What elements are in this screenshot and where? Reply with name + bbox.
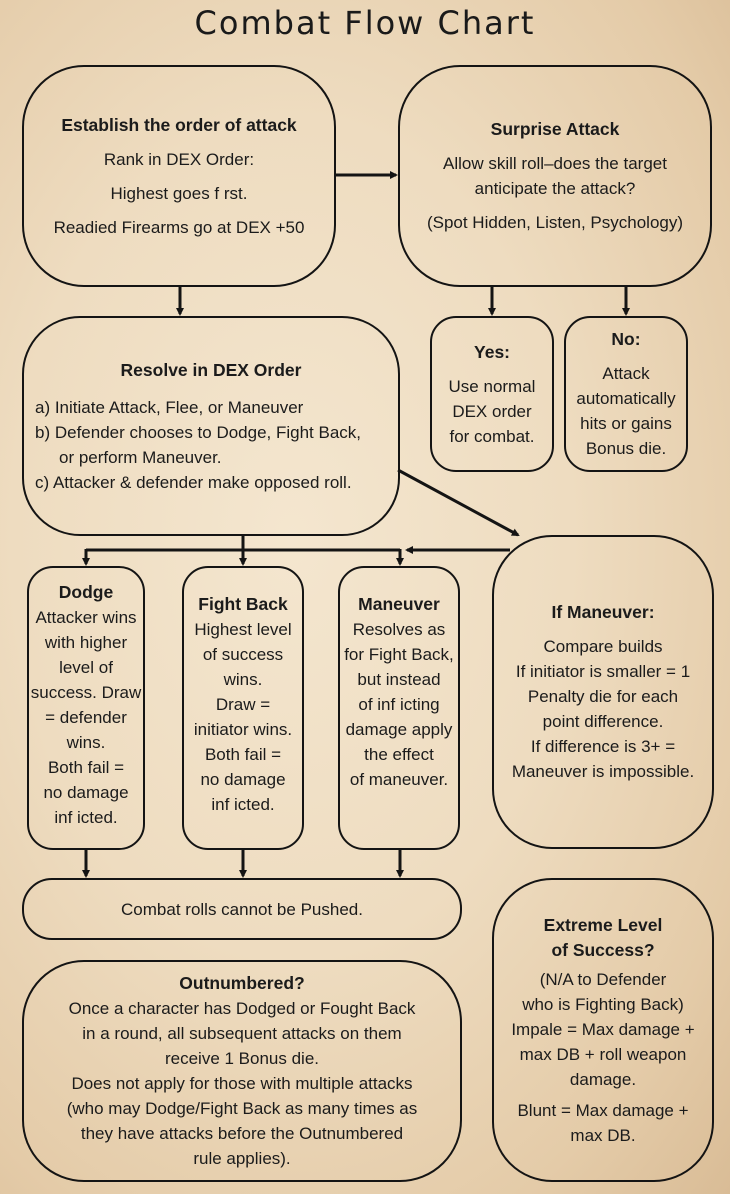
- maneuver-line: of inf icting: [358, 695, 440, 714]
- outnumbered-line: Once a character has Dodged or Fought Ba…: [68, 999, 416, 1018]
- fightback-line: Both fail =: [204, 745, 282, 764]
- resolve-step-a: a) Initiate Attack, Flee, or Maneuver: [35, 397, 304, 417]
- surprise-line: (Spot Hidden, Listen, Psychology): [426, 213, 684, 232]
- resolve-step-b: b) Defender chooses to Dodge, Fight Back…: [35, 422, 362, 442]
- dodge-line: no damage: [43, 783, 129, 802]
- combat-rolls-pushed-box: Combat rolls cannot be Pushed.: [22, 878, 462, 940]
- dodge-box: Dodge Attacker wins with higher level of…: [27, 566, 145, 850]
- no-heading: No:: [611, 329, 641, 349]
- establish-line: Rank in DEX Order:: [103, 149, 255, 169]
- outnumbered-line: Does not apply for those with multiple a…: [71, 1074, 413, 1093]
- fightback-line: inf icted.: [211, 795, 275, 814]
- ifmaneuver-line: Maneuver is impossible.: [511, 762, 695, 781]
- fightback-line: Draw =: [215, 695, 271, 714]
- no-line: automatically: [576, 389, 676, 408]
- outnumbered-line: (who may Dodge/Fight Back as many times …: [66, 1099, 418, 1118]
- maneuver-heading: Maneuver: [358, 594, 440, 614]
- extreme-line: damage.: [569, 1069, 637, 1089]
- resolve-heading: Resolve in DEX Order: [120, 359, 302, 380]
- no-line: Bonus die.: [585, 439, 667, 458]
- outnumbered-line: in a round, all subsequent attacks on th…: [82, 1024, 402, 1043]
- maneuver-line: for Fight Back,: [344, 645, 454, 664]
- extreme-success-box: Extreme Level of Success? (N/A to Defend…: [492, 878, 714, 1182]
- fight-back-box: Fight Back Highest level of success wins…: [182, 566, 304, 850]
- pushed-text: Combat rolls cannot be Pushed.: [121, 899, 363, 919]
- dodge-line: level of: [59, 658, 113, 677]
- surprise-line: Allow skill roll–does the target: [443, 154, 667, 173]
- maneuver-box: Maneuver Resolves as for Fight Back, but…: [338, 566, 460, 850]
- ifmaneuver-line: Compare builds: [543, 637, 663, 656]
- resolve-step-c: c) Attacker & defender make opposed roll…: [35, 472, 352, 492]
- no-line: Attack: [602, 364, 650, 383]
- yes-box: Yes: Use normal DEX order for combat.: [430, 316, 554, 472]
- extreme-blunt-line: max DB.: [570, 1125, 636, 1145]
- outnumbered-line: they have attacks before the Outnumbered: [80, 1124, 404, 1143]
- establish-order-box: Establish the order of attack Rank in DE…: [22, 65, 336, 287]
- dodge-line: Attacker wins: [35, 608, 137, 627]
- chart-title: Combat Flow Chart: [194, 4, 536, 42]
- extreme-line: (N/A to Defender: [539, 969, 667, 989]
- yes-heading: Yes:: [474, 341, 510, 362]
- establish-line: Readied Firearms go at DEX +50: [53, 217, 305, 237]
- fightback-line: wins.: [223, 670, 263, 689]
- ifmaneuver-heading: If Maneuver:: [551, 602, 655, 622]
- establish-line: Highest goes f rst.: [110, 183, 248, 203]
- extreme-line: Impale = Max damage +: [511, 1019, 695, 1039]
- extreme-line: max DB + roll weapon: [519, 1044, 687, 1064]
- resolve-dex-order-box: Resolve in DEX Order a) Initiate Attack,…: [22, 316, 400, 536]
- outnumbered-heading: Outnumbered?: [179, 973, 305, 993]
- dodge-line: Both fail =: [47, 758, 125, 777]
- extreme-line: who is Fighting Back): [522, 994, 684, 1014]
- ifmaneuver-line: If difference is 3+ =: [530, 737, 676, 756]
- no-box: No: Attack automatically hits or gains B…: [564, 316, 688, 472]
- ifmaneuver-line: If initiator is smaller = 1: [515, 662, 691, 681]
- extreme-heading-cont: of Success?: [551, 939, 655, 960]
- maneuver-line: damage apply: [345, 720, 453, 739]
- dodge-line: wins.: [66, 733, 106, 752]
- arrow-resolve-to-ifmaneuver: [397, 468, 520, 537]
- fightback-line: of success: [202, 645, 284, 664]
- fightback-line: initiator wins.: [193, 720, 293, 739]
- maneuver-line: the effect: [364, 745, 434, 764]
- fightback-line: no damage: [200, 770, 286, 789]
- maneuver-line: but instead: [357, 670, 441, 689]
- extreme-blunt-line: Blunt = Max damage +: [517, 1100, 689, 1120]
- dodge-line: = defender: [45, 708, 127, 727]
- outnumbered-box: Outnumbered? Once a character has Dodged…: [22, 960, 462, 1182]
- ifmaneuver-line: point difference.: [542, 712, 664, 731]
- surprise-heading: Surprise Attack: [490, 119, 620, 139]
- establish-heading: Establish the order of attack: [61, 114, 297, 135]
- outnumbered-line: rule applies).: [193, 1149, 291, 1168]
- surprise-attack-box: Surprise Attack Allow skill roll–does th…: [398, 65, 712, 287]
- surprise-line: anticipate the attack?: [474, 179, 636, 198]
- no-line: hits or gains: [580, 414, 672, 433]
- if-maneuver-box: If Maneuver: Compare builds If initiator…: [492, 535, 714, 849]
- fightback-line: Highest level: [194, 620, 292, 639]
- maneuver-line: of maneuver.: [349, 770, 449, 789]
- yes-line: DEX order: [452, 401, 532, 421]
- dodge-line: with higher: [44, 633, 128, 652]
- dodge-line: inf icted.: [54, 808, 118, 827]
- extreme-heading: Extreme Level: [543, 914, 663, 935]
- yes-line: Use normal: [448, 376, 536, 396]
- resolve-step-b-cont: or perform Maneuver.: [59, 447, 222, 467]
- maneuver-line: Resolves as: [352, 620, 446, 639]
- outnumbered-line: receive 1 Bonus die.: [164, 1049, 320, 1068]
- fightback-heading: Fight Back: [198, 594, 288, 614]
- dodge-heading: Dodge: [58, 582, 114, 602]
- dodge-line: success. Draw: [30, 683, 142, 702]
- yes-line: for combat.: [449, 426, 535, 446]
- ifmaneuver-line: Penalty die for each: [527, 687, 679, 706]
